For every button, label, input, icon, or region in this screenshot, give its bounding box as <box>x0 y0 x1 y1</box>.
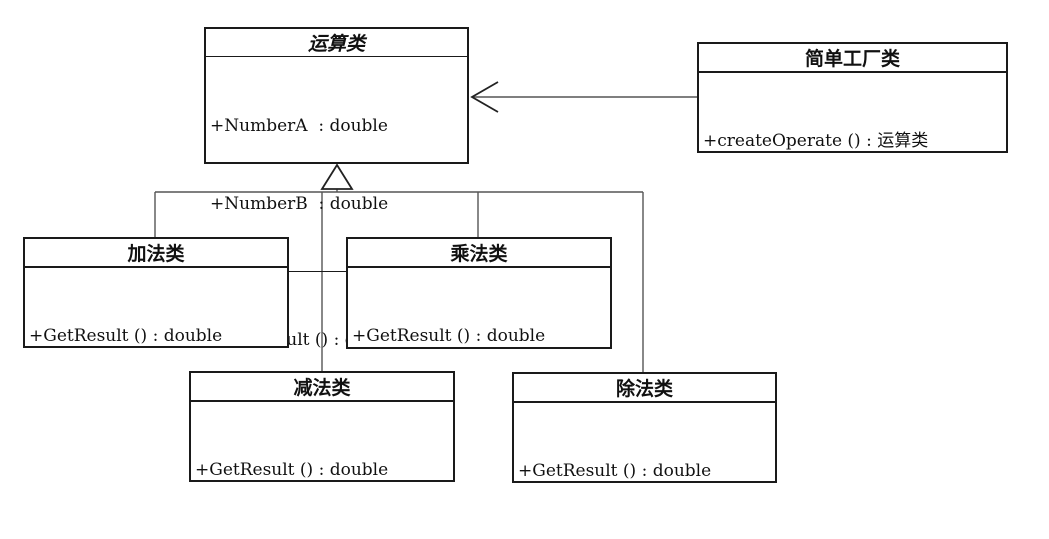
class-subtract[interactable]: 减法类 +GetResult () : double <box>189 371 455 482</box>
class-name: 加法类 <box>25 239 287 267</box>
relationship-lines <box>154 81 698 372</box>
class-name: 乘法类 <box>348 239 610 267</box>
operation-get-result: +GetResult () : double <box>352 326 546 346</box>
inheritance-triangle <box>320 163 354 190</box>
attribute-number-a: +NumberA : double <box>210 116 388 136</box>
class-name: 简单工厂类 <box>699 44 1006 72</box>
class-name: 减法类 <box>191 373 453 401</box>
attribute-number-b: +NumberB : double <box>210 194 389 214</box>
uml-class-diagram: 运算类 +NumberA : double +NumberB : double … <box>23 27 1008 483</box>
operation-get-result: +GetResult () : double <box>518 461 712 481</box>
class-operations: +GetResult () : double <box>191 402 453 538</box>
class-attributes <box>699 72 1006 73</box>
class-divide[interactable]: 除法类 +GetResult () : double <box>512 372 777 483</box>
operation-get-result: +GetResult () : double <box>195 460 389 480</box>
class-operations: +GetResult () : double <box>514 403 775 539</box>
class-attributes: +NumberA : double +NumberB : double <box>206 57 467 272</box>
class-operations: +createOperate () : 运算类 <box>699 73 1006 209</box>
class-operations: +GetResult () : double <box>25 268 287 404</box>
class-operations: +GetResult () : double <box>348 268 610 404</box>
class-attributes <box>348 267 610 268</box>
class-multiply[interactable]: 乘法类 +GetResult () : double <box>346 237 612 349</box>
association-arrowhead <box>470 81 499 113</box>
class-attributes <box>25 267 287 268</box>
class-name: 运算类 <box>206 29 467 57</box>
class-add[interactable]: 加法类 +GetResult () : double <box>23 237 289 348</box>
class-factory[interactable]: 简单工厂类 +createOperate () : 运算类 <box>697 42 1008 153</box>
class-attributes <box>514 402 775 403</box>
class-attributes <box>191 401 453 402</box>
operation-create-operate: +createOperate () : 运算类 <box>703 131 929 151</box>
class-operation[interactable]: 运算类 +NumberA : double +NumberB : double … <box>204 27 469 350</box>
operation-get-result: +GetResult () : double <box>29 326 223 346</box>
class-name: 除法类 <box>514 374 775 402</box>
